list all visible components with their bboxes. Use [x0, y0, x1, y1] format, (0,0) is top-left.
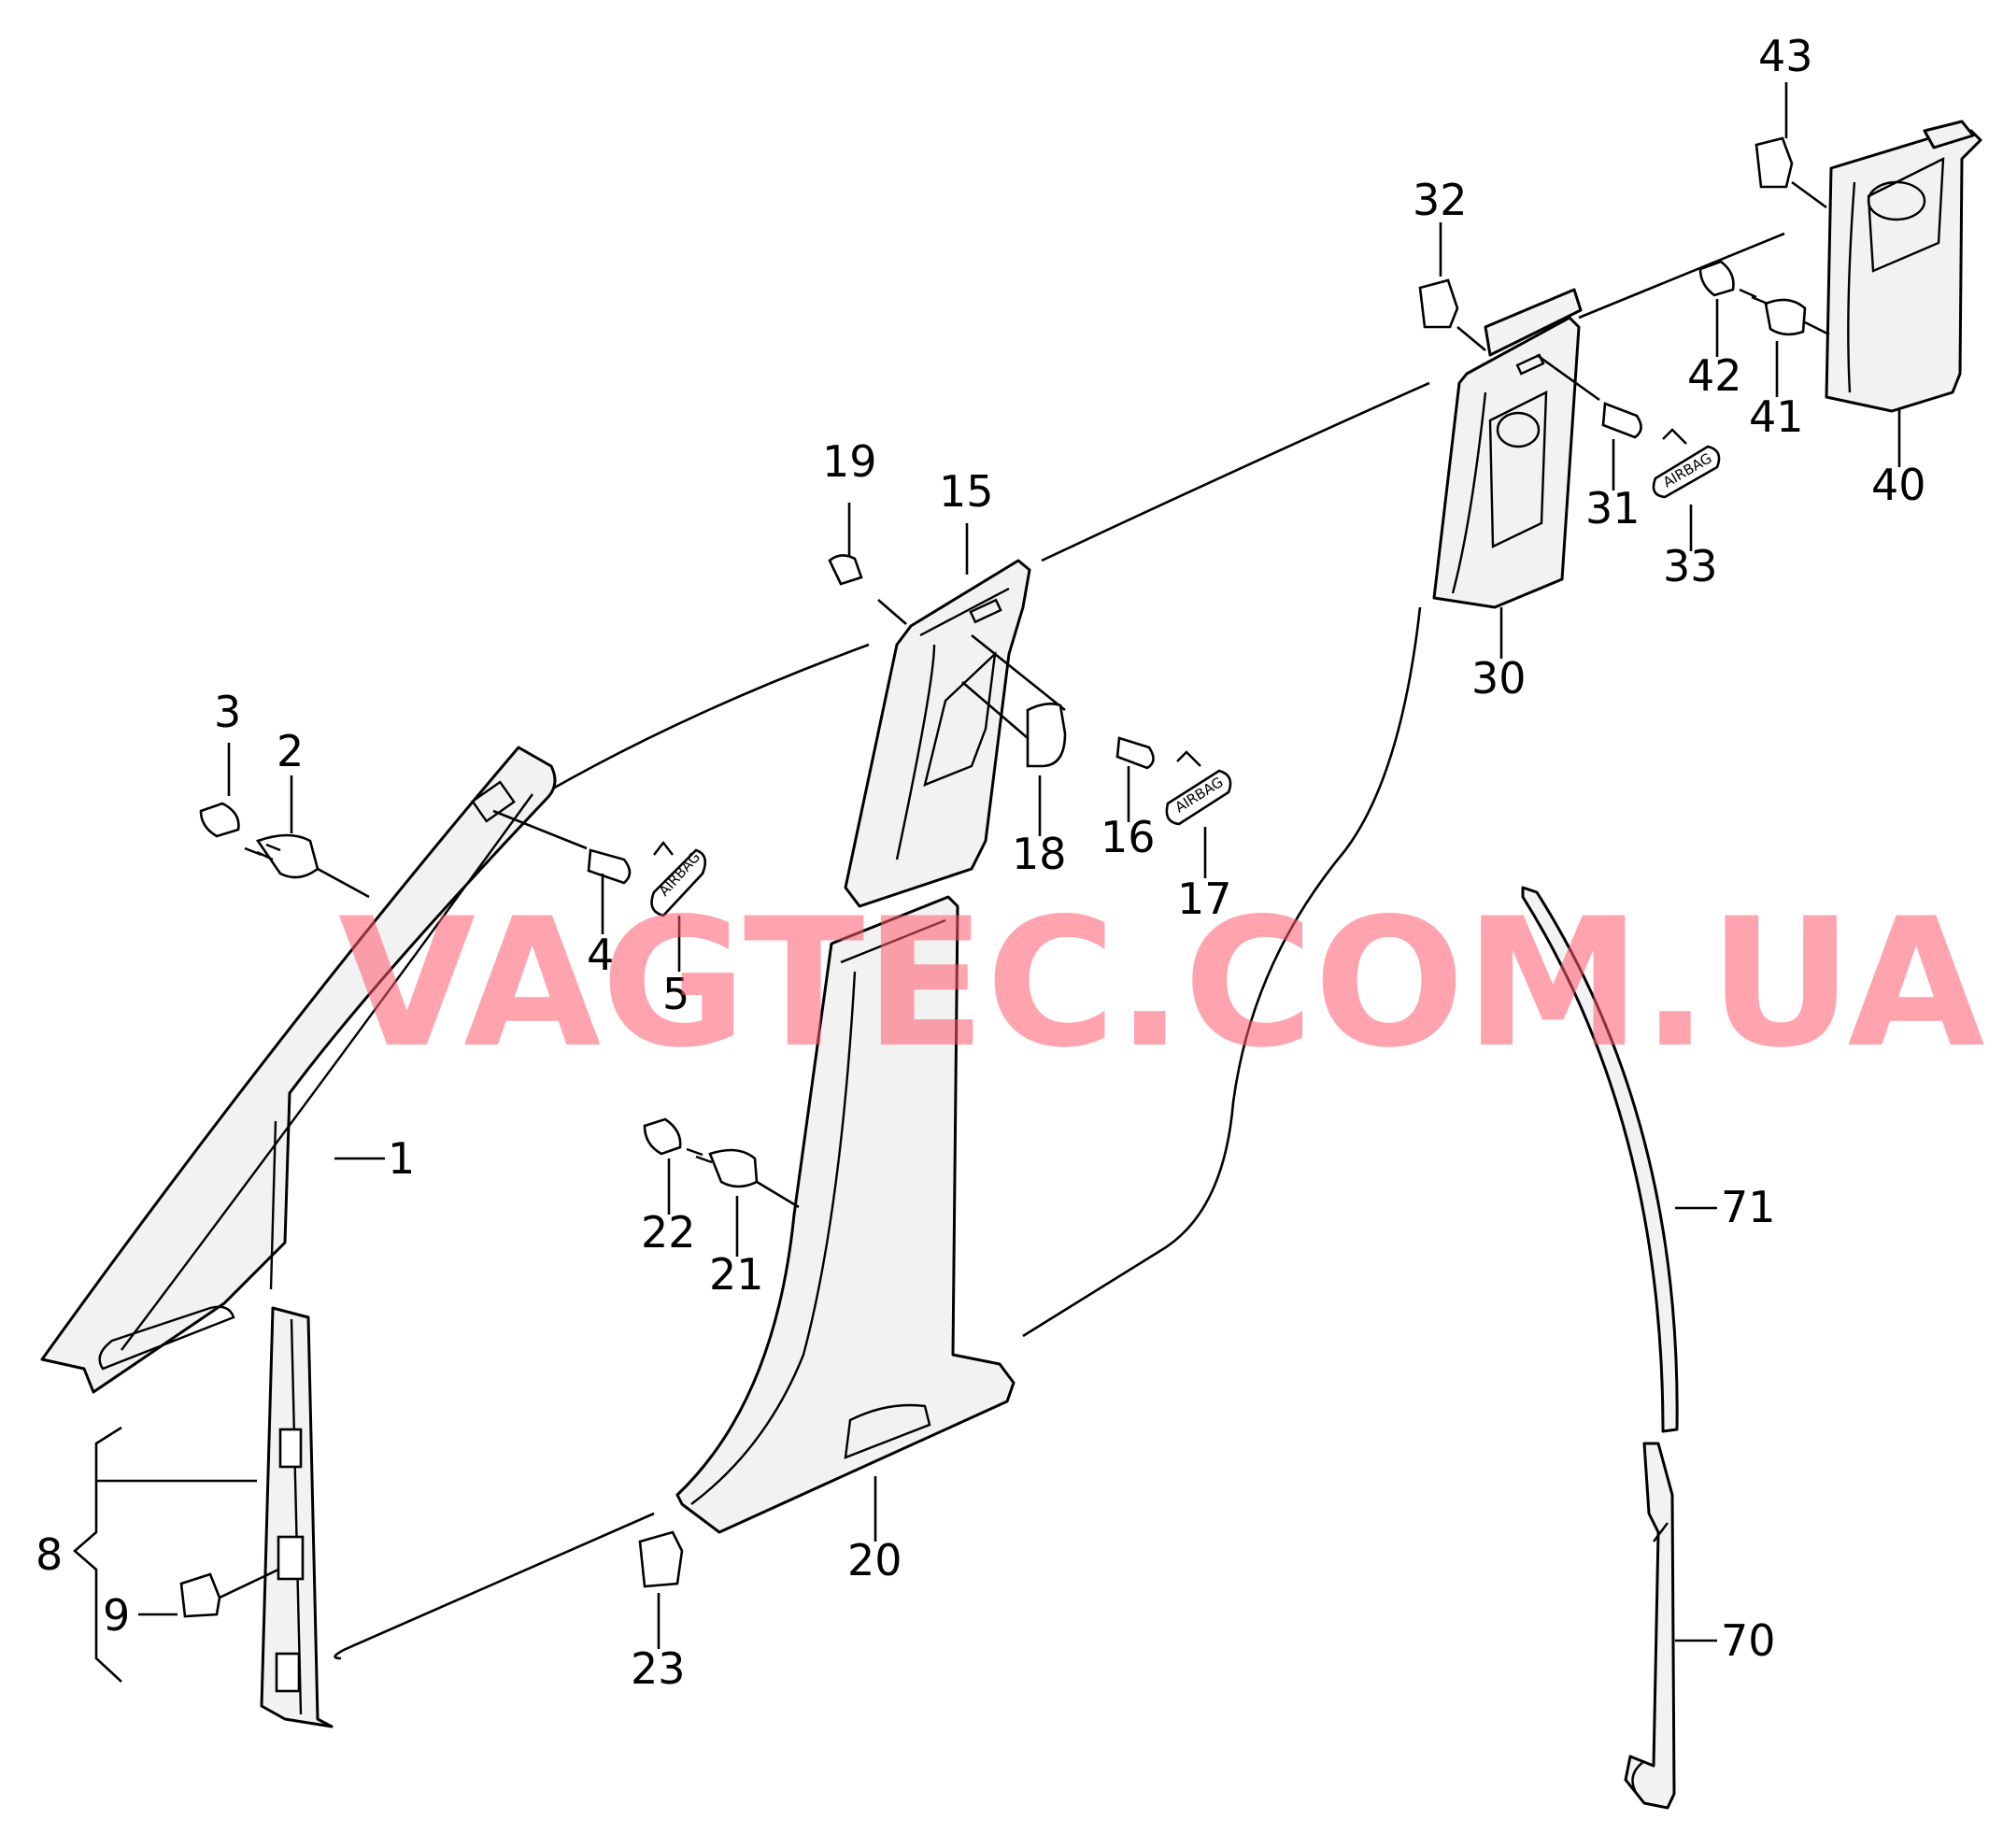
- clip-3: [199, 802, 240, 838]
- callout-41: 41: [1749, 391, 1804, 442]
- callout-4: 4: [587, 930, 614, 980]
- seal-strip-71: [1521, 886, 1679, 1433]
- airbag-badge-33: AIRBAG: [1652, 428, 1721, 499]
- callout-3: 3: [214, 687, 241, 737]
- callout-21: 21: [709, 1249, 764, 1300]
- callout-30: 30: [1471, 653, 1527, 704]
- callout-2: 2: [277, 726, 304, 776]
- b-pillar-upper-trim: [844, 559, 1031, 908]
- callout-1: 1: [388, 1133, 415, 1184]
- seal-strip-70: [1624, 1442, 1676, 1810]
- watermark: VAGTEC.COM.UA: [338, 880, 1985, 1087]
- clip-43: [1754, 136, 1827, 209]
- callout-33: 33: [1663, 541, 1718, 591]
- callout-70: 70: [1721, 1615, 1776, 1666]
- leader-lines: [73, 82, 1901, 1683]
- clip-22: [643, 1117, 682, 1156]
- lower-a-pillar-cover: [260, 1306, 334, 1728]
- callout-8: 8: [36, 1529, 63, 1580]
- b-pillar-lower-trim: [675, 895, 1016, 1534]
- callout-71: 71: [1721, 1182, 1776, 1232]
- callout-32: 32: [1413, 175, 1468, 225]
- airbag-badge-17: AIRBAG: [1165, 750, 1232, 826]
- callout-15: 15: [939, 466, 994, 517]
- screw-19: [828, 554, 907, 625]
- callout-17: 17: [1177, 874, 1232, 924]
- a-pillar-trim: [40, 746, 557, 1394]
- clip-42: [1698, 260, 1735, 297]
- clip-32: [1418, 278, 1486, 351]
- screw-31: [1536, 353, 1642, 439]
- d-pillar-trim: [1825, 120, 1982, 413]
- screw-2: [244, 833, 370, 899]
- belt-guide-18: [961, 681, 1067, 768]
- callout-9: 9: [103, 1590, 130, 1641]
- screw-41: [1739, 288, 1830, 336]
- callout-31: 31: [1585, 483, 1641, 533]
- c-pillar-trim: [1432, 288, 1583, 609]
- clip-9: [179, 1568, 279, 1618]
- callout-19: 19: [822, 436, 877, 487]
- screw-21: [686, 1147, 800, 1209]
- callout-42: 42: [1687, 350, 1742, 401]
- callout-23: 23: [631, 1643, 686, 1694]
- body-outline: [334, 232, 1785, 1660]
- callout-40: 40: [1871, 460, 1926, 510]
- callout-16: 16: [1101, 812, 1156, 862]
- screw-4: [492, 809, 632, 885]
- screw-16: [971, 633, 1155, 770]
- callout-22: 22: [641, 1207, 696, 1258]
- callout-43: 43: [1758, 31, 1813, 81]
- callout-5: 5: [662, 969, 689, 1019]
- callout-20: 20: [847, 1535, 902, 1585]
- callout-18: 18: [1012, 829, 1067, 879]
- clip-23: [638, 1530, 684, 1588]
- callout-numbers: 1 2 3 4 5 8 9 15 16 17 18 19 20 21 22 23…: [36, 31, 1926, 1694]
